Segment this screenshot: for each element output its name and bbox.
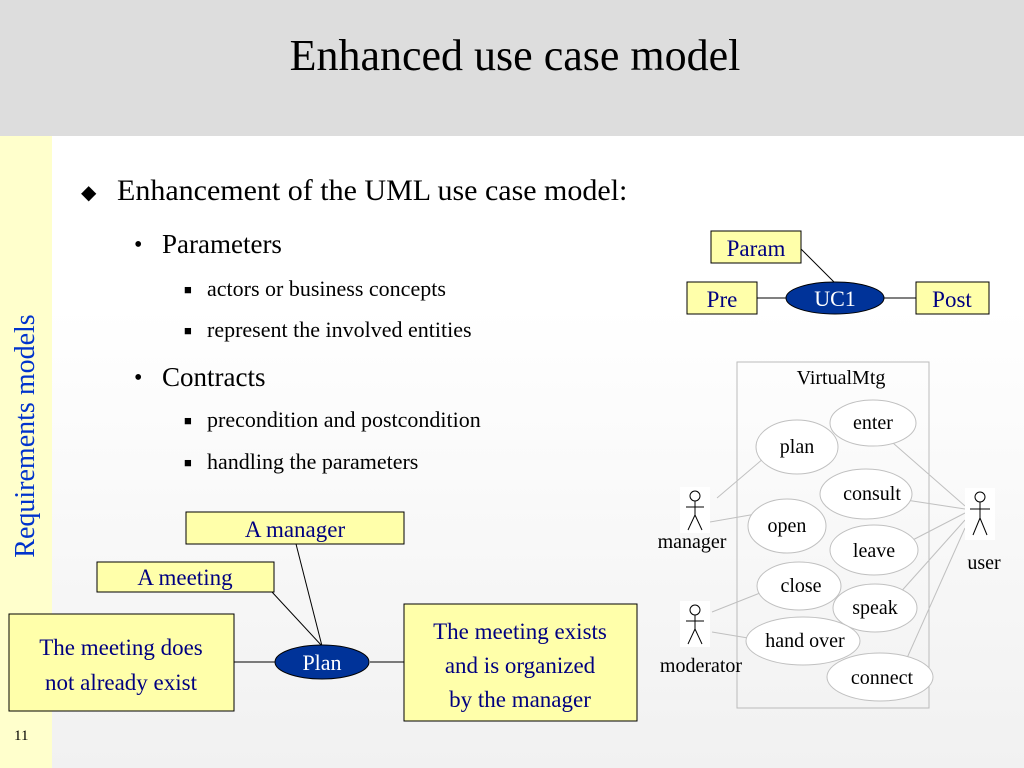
actor-manager-icon <box>680 487 710 533</box>
usecase-speak <box>832 583 918 633</box>
bullet-param-sub2: represent the involved entities <box>207 317 472 342</box>
system-name: VirtualMtg <box>797 367 886 389</box>
usecase-enter-label: enter <box>853 412 893 434</box>
bullet-contract-sub2: handling the parameters <box>207 449 419 474</box>
plan-diagram: A manager A meeting The meeting does not… <box>8 511 638 722</box>
square-bullet-icon: ■ <box>184 282 192 297</box>
usecase-open <box>747 498 827 554</box>
usecase-plan-label: plan <box>780 436 814 458</box>
usecase-connect-label: connect <box>851 667 914 689</box>
bullet-contract-sub1: precondition and postcondition <box>207 407 481 432</box>
actor-user-icon <box>965 488 995 540</box>
postcondition-box <box>403 603 638 722</box>
actor-moderator-icon <box>680 601 710 647</box>
usecase-enter <box>829 399 917 447</box>
bullet-main: Enhancement of the UML use case model: <box>117 174 628 207</box>
bullet-contracts: Contracts <box>162 362 266 392</box>
square-bullet-icon: ■ <box>184 455 192 470</box>
usecase-close-label: close <box>780 575 821 597</box>
param-manager-box <box>185 511 405 545</box>
dot-bullet-icon: • <box>134 365 143 391</box>
square-bullet-icon: ■ <box>184 413 192 428</box>
param-box <box>710 230 802 264</box>
precondition-line2: not already exist <box>45 670 198 695</box>
usecase-hand-over-label: hand over <box>765 630 845 652</box>
virtualmtg-diagram: VirtualMtg <box>658 361 1001 709</box>
square-bullet-icon: ■ <box>184 323 192 338</box>
actor-user-label: user <box>967 552 1001 574</box>
usecase-open-label: open <box>768 515 807 537</box>
page-number: 11 <box>14 728 29 744</box>
system-boundary <box>736 361 930 709</box>
usecase-speak-label: speak <box>852 597 898 619</box>
postcondition-line2: and is organized <box>445 653 596 678</box>
uc1-diagram: Param Pre UC1 Post <box>686 230 990 315</box>
param-meeting-box <box>96 561 275 593</box>
actor-manager-label: manager <box>658 531 727 553</box>
precondition-line1: The meeting does <box>39 635 203 660</box>
bullet-parameters: Parameters <box>162 229 282 259</box>
dot-bullet-icon: • <box>134 232 143 258</box>
usecase-leave-label: leave <box>853 540 895 562</box>
slide-title: Enhanced use case model <box>289 31 741 80</box>
post-box <box>915 281 990 315</box>
usecase-connect <box>826 652 934 702</box>
diamond-bullet-icon: ◆ <box>81 182 97 204</box>
bullet-param-sub1: actors or business concepts <box>207 276 446 301</box>
pre-label: Pre <box>707 287 738 312</box>
plan-usecase <box>274 644 370 680</box>
actor-moderator-label: moderator <box>660 655 743 677</box>
postcondition-line1: The meeting exists <box>433 619 607 644</box>
usecase-plan <box>755 419 839 475</box>
usecase-close <box>756 561 842 611</box>
param-manager-label: A manager <box>245 517 346 542</box>
uc1-label: UC1 <box>814 286 856 311</box>
uc1-usecase <box>785 281 885 315</box>
param-label: Param <box>727 236 786 261</box>
usecase-consult-label: consult <box>843 483 901 505</box>
postcondition-line3: by the manager <box>449 687 591 712</box>
title-band <box>0 0 1024 136</box>
precondition-box <box>8 613 235 712</box>
usecase-hand-over <box>745 616 861 666</box>
post-label: Post <box>932 287 972 312</box>
plan-usecase-label: Plan <box>302 650 341 675</box>
pre-box <box>686 281 758 315</box>
usecase-leave <box>829 524 919 576</box>
param-meeting-label: A meeting <box>137 565 233 590</box>
usecase-consult <box>819 468 913 520</box>
